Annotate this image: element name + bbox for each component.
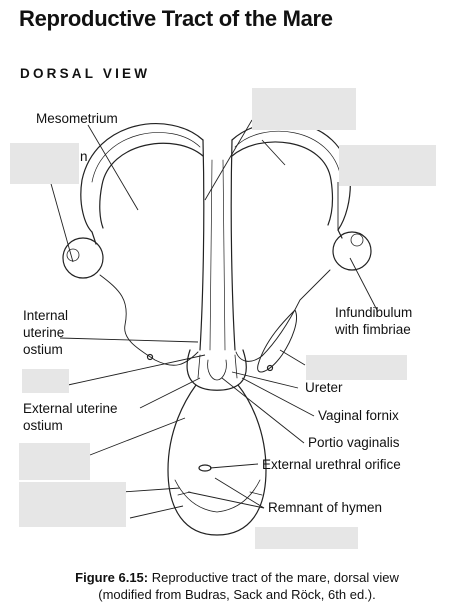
leader-urethral-orifice <box>209 463 259 469</box>
label-infundibulum-2: with fimbriae <box>335 322 411 337</box>
label-ureter: Ureter <box>305 380 343 395</box>
label-remnant-of-hymen: Remnant of hymen <box>268 500 383 515</box>
leader-left-mask-4 <box>129 505 184 519</box>
label-internal-ostium-3: ostium <box>23 342 63 357</box>
masked-label-left-mid <box>22 369 69 393</box>
label-mesometrium: Mesometrium <box>36 111 118 126</box>
caption-figure-label: Figure 6.15: <box>75 570 149 585</box>
view-subtitle: DORSAL VIEW <box>20 66 151 81</box>
leader-right-mask <box>279 349 306 366</box>
label-internal-ostium-1: Internal <box>23 308 69 323</box>
right-ovary <box>332 231 372 271</box>
leader-internal-ostium <box>59 337 199 343</box>
leader-left-mask-3 <box>121 487 181 493</box>
caption-line-1: Reproductive tract of the mare, dorsal v… <box>148 570 399 585</box>
label-external-ostium-1: External uterine <box>23 401 118 416</box>
urethral-orifice <box>198 464 212 472</box>
label-portio-vaginalis: Portio vaginalis <box>308 435 400 450</box>
label-partial-n: n <box>80 149 88 164</box>
leader-infundibulum <box>349 257 379 313</box>
leader-mesometrium <box>87 124 139 211</box>
right-uterine-horn <box>231 121 351 231</box>
label-vaginal-fornix: Vaginal fornix <box>318 408 399 423</box>
masked-label-bottom <box>255 527 358 549</box>
masked-label-left-lower <box>19 482 126 527</box>
leader-uterine-horn <box>261 139 286 166</box>
masked-label-right-ovary <box>339 145 436 186</box>
uterine-body <box>199 139 205 351</box>
leader-left-mask-2 <box>89 417 186 456</box>
leader-external-ostium <box>139 377 201 409</box>
leader-left-mask <box>67 354 206 386</box>
label-infundibulum-1: Infundibulum <box>335 305 413 320</box>
masked-label-top <box>252 88 356 130</box>
leader-portio <box>221 377 305 444</box>
leader-ureter <box>231 371 299 389</box>
label-internal-ostium-2: uterine <box>23 325 65 340</box>
caption-line-2: (modified from Budras, Sack and Röck, 6t… <box>98 587 376 602</box>
masked-label-left-ovary <box>10 143 79 184</box>
leader-left-ovary <box>47 172 74 263</box>
leader-hymen-1 <box>214 477 265 509</box>
left-uterine-horn <box>80 123 204 233</box>
masked-label-left-low <box>19 443 90 480</box>
left-ovary <box>62 237 104 279</box>
vagina <box>167 384 267 536</box>
leader-top <box>204 119 253 201</box>
leader-vaginal-fornix <box>241 377 315 417</box>
page-title: Reproductive Tract of the Mare <box>19 6 333 31</box>
leader-hymen-2 <box>187 491 265 509</box>
label-external-urethral-orifice: External urethral orifice <box>262 457 401 472</box>
ureter-sac <box>257 309 297 373</box>
masked-label-right-mid <box>306 355 407 380</box>
figure-caption: Figure 6.15: Reproductive tract of the m… <box>0 569 474 603</box>
label-external-ostium-2: ostium <box>23 418 63 433</box>
